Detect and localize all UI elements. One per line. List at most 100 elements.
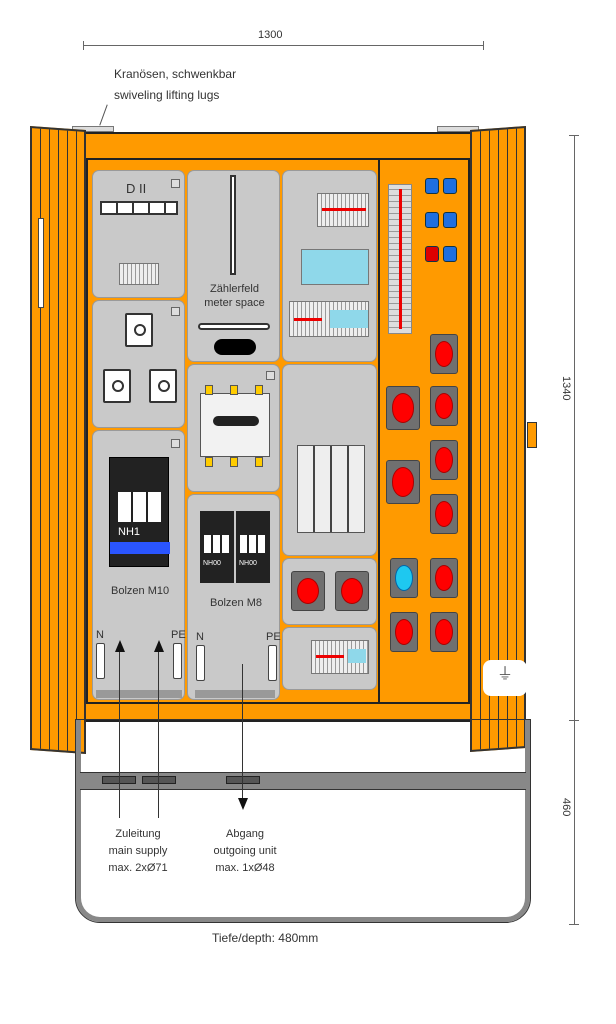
rotary-switch-icon[interactable] bbox=[125, 313, 153, 347]
cabinet-inner-frame bbox=[86, 158, 470, 704]
rotary-switch-icon[interactable] bbox=[103, 369, 131, 403]
pe-label: PE bbox=[171, 629, 186, 641]
cee-socket-red[interactable] bbox=[430, 386, 458, 426]
panel-din-rail: D II bbox=[92, 170, 185, 298]
mcb-toggle bbox=[294, 318, 322, 321]
mcb bbox=[119, 263, 159, 285]
terminal bbox=[255, 385, 263, 395]
meter-bar bbox=[198, 323, 270, 330]
cee-socket-red[interactable] bbox=[430, 334, 458, 374]
width-label: 1300 bbox=[258, 29, 283, 41]
gland-plate bbox=[195, 690, 275, 698]
nh00-fuse-block: NH00 bbox=[200, 511, 234, 583]
cee-socket-red-large[interactable] bbox=[386, 460, 420, 504]
terminal-strip bbox=[388, 184, 412, 334]
schuko-socket-blue[interactable] bbox=[443, 246, 457, 262]
bolt-m8-label: Bolzen M8 bbox=[210, 597, 262, 609]
bolt-m10-label: Bolzen M10 bbox=[111, 585, 170, 597]
door-handle-slot bbox=[38, 218, 44, 308]
dim-tick bbox=[569, 924, 579, 925]
panel-screw bbox=[171, 439, 180, 448]
supply-label-2: main supply bbox=[108, 845, 168, 857]
arrow-up-icon bbox=[115, 640, 125, 652]
mcb-group[interactable] bbox=[317, 193, 369, 227]
base-crossbar bbox=[80, 772, 526, 790]
mcb-toggle bbox=[316, 655, 344, 658]
meter-rail bbox=[230, 175, 236, 275]
n-busbar bbox=[196, 645, 205, 681]
cable-clamp bbox=[226, 776, 260, 784]
leader-line bbox=[99, 104, 108, 126]
cee-socket-red[interactable] bbox=[390, 612, 418, 652]
fuse-switch-disconnector[interactable] bbox=[297, 445, 365, 533]
supply-label-3: max. 2xØ71 bbox=[108, 862, 168, 874]
depth-label: Tiefe/depth: 480mm bbox=[212, 931, 319, 945]
panel-load-switch bbox=[187, 364, 280, 492]
terminal-block bbox=[100, 201, 178, 215]
lifting-lugs-label-de: Kranösen, schwenkbar bbox=[114, 67, 237, 81]
terminal bbox=[205, 385, 213, 395]
pe-label: PE bbox=[266, 631, 281, 643]
dim-tick bbox=[569, 135, 579, 136]
dim-tick bbox=[569, 720, 579, 721]
terminal bbox=[230, 457, 238, 467]
rcd-group[interactable] bbox=[301, 249, 369, 285]
cable-clamp bbox=[142, 776, 176, 784]
schuko-socket-blue[interactable] bbox=[443, 178, 457, 194]
gland-plate bbox=[96, 690, 182, 698]
dim-tick bbox=[483, 41, 484, 50]
fuse-window bbox=[204, 535, 230, 553]
load-switch[interactable] bbox=[200, 393, 270, 457]
nh00-label: NH00 bbox=[239, 560, 257, 567]
terminal bbox=[205, 457, 213, 467]
cee-socket-red[interactable] bbox=[430, 612, 458, 652]
rotary-switch-icon[interactable] bbox=[149, 369, 177, 403]
right-door[interactable] bbox=[470, 126, 526, 752]
outgoing-arrow bbox=[242, 664, 243, 804]
schuko-socket-blue[interactable] bbox=[443, 212, 457, 228]
meter-space-label-en: meter space bbox=[204, 297, 265, 309]
panel-screw bbox=[171, 307, 180, 316]
din-rail-label: D II bbox=[126, 181, 147, 196]
arrow-up-icon bbox=[154, 640, 164, 652]
socket-red-small[interactable] bbox=[425, 246, 439, 262]
outgoing-label-1: Abgang bbox=[226, 828, 264, 840]
cee-socket-red[interactable] bbox=[291, 571, 325, 611]
supply-arrow bbox=[119, 648, 120, 818]
nh00-fuse-block: NH00 bbox=[236, 511, 270, 583]
schuko-socket-blue[interactable] bbox=[425, 178, 439, 194]
panel-screw bbox=[171, 179, 180, 188]
cee-socket-red[interactable] bbox=[430, 558, 458, 598]
panel-fuse-switches bbox=[282, 364, 377, 556]
switch-handle[interactable] bbox=[213, 416, 259, 426]
panel-mcb bbox=[282, 170, 377, 362]
meter-window bbox=[214, 339, 256, 355]
strip-marker bbox=[399, 189, 402, 329]
schuko-socket-blue[interactable] bbox=[425, 212, 439, 228]
cee-socket-blue[interactable] bbox=[390, 558, 418, 598]
panel-outgoing-fuse: NH00 NH00 Bolzen M8 N PE bbox=[187, 494, 281, 700]
ground-symbol: ⏚ bbox=[483, 660, 527, 696]
cabinet-height-label: 1340 bbox=[560, 376, 572, 401]
pe-busbar bbox=[268, 645, 277, 681]
n-busbar bbox=[96, 643, 105, 679]
terminal bbox=[230, 385, 238, 395]
nh1-fuse-block: NH1 bbox=[109, 457, 170, 567]
height-dimension-line bbox=[574, 135, 575, 925]
panel-screw bbox=[266, 371, 275, 380]
cee-socket-red[interactable] bbox=[335, 571, 369, 611]
lifting-lugs-label-en: swiveling lifting lugs bbox=[114, 88, 220, 102]
panel-main-fuse: NH1 Bolzen M10 N PE bbox=[92, 430, 186, 700]
cee-socket-red[interactable] bbox=[430, 440, 458, 480]
outgoing-label-3: max. 1xØ48 bbox=[215, 862, 275, 874]
meter-space-label-de: Zählerfeld bbox=[210, 283, 259, 295]
cee-socket-red[interactable] bbox=[430, 494, 458, 534]
cee-socket-red-large[interactable] bbox=[386, 386, 420, 430]
base-frame bbox=[75, 719, 531, 923]
mcb-group[interactable] bbox=[311, 640, 369, 674]
mcb-rcd-group[interactable] bbox=[289, 301, 369, 337]
divider bbox=[378, 158, 380, 704]
door-latch[interactable] bbox=[527, 422, 537, 448]
terminal bbox=[255, 457, 263, 467]
outgoing-label-2: outgoing unit bbox=[213, 845, 277, 857]
